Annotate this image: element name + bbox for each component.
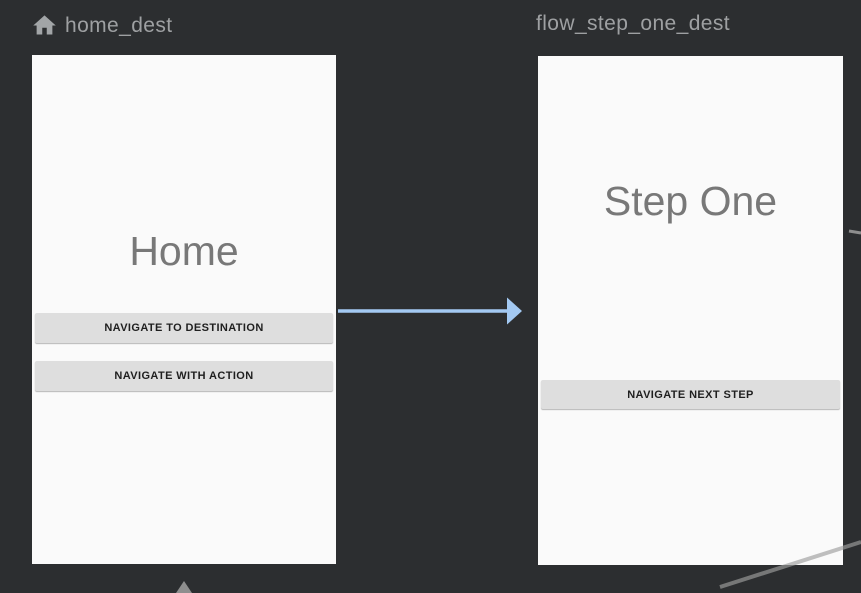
home-icon <box>31 12 58 39</box>
edge-arrowhead-up-icon[interactable] <box>176 581 192 593</box>
preview-button-navigate-next-step: NAVIGATE NEXT STEP <box>541 380 840 409</box>
edge-stub-right[interactable] <box>848 229 861 235</box>
action-edge-home-to-step-one[interactable] <box>337 297 523 325</box>
preview-button-navigate-with-action: NAVIGATE WITH ACTION <box>35 361 333 391</box>
destination-label: flow_step_one_dest <box>536 12 731 35</box>
edge-line <box>719 540 861 589</box>
screen-title: Step One <box>603 178 778 224</box>
edge-offscreen-bottom-right[interactable] <box>700 535 861 589</box>
destination-label: home_dest <box>65 13 173 37</box>
destination-card-home-dest[interactable]: Home NAVIGATE TO DESTINATION NAVIGATE WI… <box>32 55 336 564</box>
edge-line <box>848 229 861 235</box>
preview-button-navigate-to-destination: NAVIGATE TO DESTINATION <box>35 313 333 343</box>
destination-card-flow-step-one-dest[interactable]: Step One NAVIGATE NEXT STEP <box>538 56 843 565</box>
destination-header-flow-step-one-dest[interactable]: flow_step_one_dest <box>536 12 730 36</box>
screen-title: Home <box>129 228 239 274</box>
action-edge-arrowhead-icon <box>507 297 522 325</box>
destination-header-home-dest[interactable]: home_dest <box>31 12 173 39</box>
